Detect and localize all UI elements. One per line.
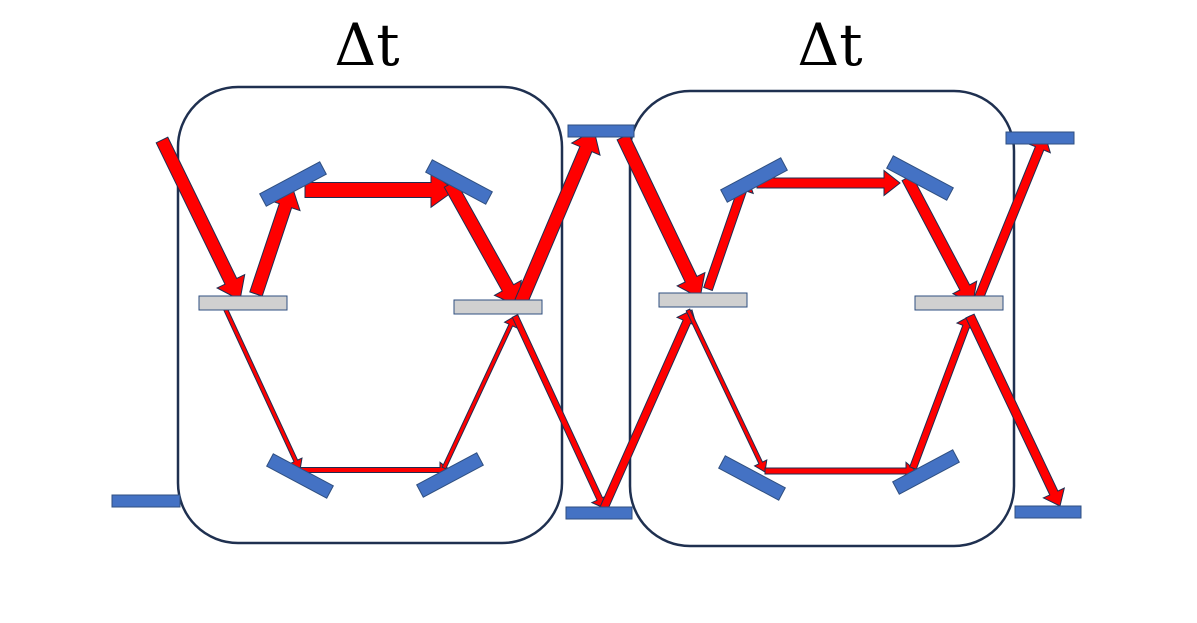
mirror-top-right <box>1005 131 1075 145</box>
beamsplitter-b1-left <box>198 295 288 311</box>
mirror-b1-bottom-left <box>266 453 334 499</box>
beam-b2-lower-left <box>685 308 768 473</box>
beam-b1-up-to-top-mirror <box>514 129 601 306</box>
mirror-top-center <box>567 124 635 138</box>
mirror-b2-bottom-left <box>718 455 786 501</box>
beam-b1-lower-right <box>441 315 518 470</box>
beam-b2-up-to-mirror <box>973 134 1052 303</box>
mirror-bottom-center <box>565 506 633 520</box>
beam-b2-down-right <box>901 174 978 304</box>
mirror-output-right <box>1014 505 1082 519</box>
interferometer-box-2 <box>628 89 1016 548</box>
beamsplitter-b2-left <box>658 292 748 308</box>
beamsplitter-b2-right <box>914 295 1004 311</box>
mirror-b2-top-right <box>886 155 954 201</box>
mirror-b2-bottom-right <box>892 449 960 495</box>
optics-layer <box>111 124 1082 520</box>
beam-b2-lower-right <box>909 315 976 470</box>
mirror-b1-top-left <box>259 161 327 207</box>
mirror-b2-top-left <box>720 157 788 203</box>
beam-b1-up-left <box>249 185 301 297</box>
beamsplitter-b1-right <box>453 299 543 315</box>
beam-b2-top <box>756 169 901 197</box>
beam-bottom-mirror-up <box>599 309 698 511</box>
beam-b1-to-bottom-mirror <box>511 314 609 509</box>
beam-input <box>155 136 246 301</box>
beam-b2-bottom <box>764 461 917 481</box>
interferometer-box-1 <box>176 85 564 545</box>
beam-b1-lower-left <box>222 306 303 471</box>
mirror-b1-bottom-right <box>416 452 484 498</box>
beam-b1-bottom <box>299 461 451 479</box>
mirror-b1-top-right <box>425 159 493 205</box>
beam-b2-to-output <box>965 313 1066 507</box>
mirror-input-left <box>111 494 181 508</box>
block1-label: Δt <box>334 11 400 79</box>
beam-layer <box>155 129 1066 511</box>
block2-label: Δt <box>797 11 863 79</box>
beam-top-mirror-down <box>616 133 706 299</box>
beam-b1-top <box>304 171 456 209</box>
